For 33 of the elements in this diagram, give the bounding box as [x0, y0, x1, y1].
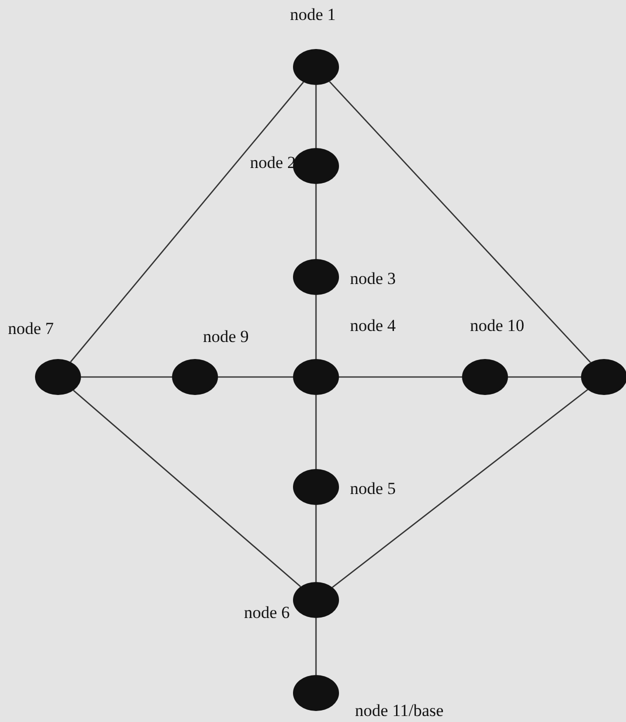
connector-line	[218, 376, 293, 378]
node-label: node 11/base	[355, 702, 444, 721]
node-label: node 5	[350, 480, 396, 499]
node-dot	[293, 49, 339, 85]
connector-line	[315, 505, 317, 582]
node-dot	[172, 359, 218, 395]
node-label: node 7	[8, 320, 54, 339]
node-dot	[293, 469, 339, 505]
connector-line	[81, 376, 172, 378]
node-label: node 3	[350, 270, 396, 289]
connector-line	[329, 81, 591, 363]
connector-line	[332, 389, 588, 588]
node-dot	[293, 148, 339, 184]
connector-line	[315, 618, 317, 675]
node-dot	[462, 359, 508, 395]
connector-line	[315, 184, 317, 259]
node-label: node 1	[290, 6, 336, 25]
node-label: node 9	[203, 328, 249, 347]
connector-line	[315, 295, 317, 359]
connector-line	[315, 395, 317, 469]
connector-line	[73, 390, 301, 588]
node-label: node 10	[470, 317, 524, 336]
connector-line	[339, 376, 462, 378]
connector-line	[315, 85, 317, 148]
connector-line	[508, 376, 581, 378]
node-dot	[293, 582, 339, 618]
node-dot	[35, 359, 81, 395]
node-dot	[293, 259, 339, 295]
node-dot	[293, 359, 339, 395]
node-dot	[293, 675, 339, 711]
node-label: node 4	[350, 317, 396, 336]
node-label: node 6	[244, 604, 290, 623]
connector-line	[70, 82, 304, 362]
